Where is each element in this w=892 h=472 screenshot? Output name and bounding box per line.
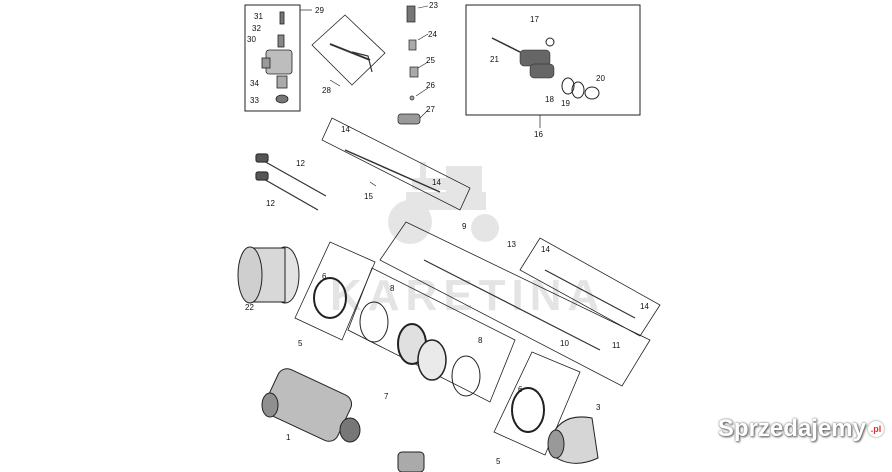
hose-fitting-part [397, 451, 425, 472]
callout-17: 17 [530, 15, 539, 24]
callout-labels: 1 3 5 5 6 6 7 8 8 9 10 11 12 12 13 14 14… [245, 1, 649, 466]
callout-12a: 12 [296, 159, 305, 168]
callout-14b: 14 [432, 178, 441, 187]
callout-32: 32 [252, 24, 261, 33]
callout-22: 22 [245, 303, 254, 312]
callout-18: 18 [545, 95, 554, 104]
callout-6b: 6 [518, 385, 523, 394]
callout-1: 1 [286, 433, 291, 442]
callout-28: 28 [322, 86, 331, 95]
site-watermark-text: Sprzedajemy [717, 415, 866, 442]
callout-3: 3 [596, 403, 601, 412]
callout-30: 30 [247, 35, 256, 44]
filter-cap-22 [237, 246, 300, 304]
group-box-16 [465, 4, 641, 128]
group-box-28 [311, 14, 386, 87]
callout-26: 26 [426, 81, 435, 90]
group-box-7 [347, 267, 516, 403]
group-box-9 [379, 221, 651, 387]
callout-11: 11 [612, 341, 621, 350]
callout-19: 19 [561, 99, 570, 108]
callout-24: 24 [428, 30, 437, 39]
callout-16: 16 [534, 130, 543, 139]
callout-27: 27 [426, 105, 435, 114]
callout-15: 15 [364, 192, 373, 201]
callout-5a: 5 [298, 339, 303, 348]
callout-8b: 8 [478, 336, 483, 345]
group-box-5-bottom [493, 351, 581, 456]
callout-23: 23 [429, 1, 438, 10]
group-box-5-top [294, 241, 376, 341]
callout-33: 33 [250, 96, 259, 105]
group-box-29 [244, 4, 312, 112]
callout-13: 13 [507, 240, 516, 249]
watermark-text: KARETINA [330, 271, 605, 320]
callout-25: 25 [426, 56, 435, 65]
site-watermark-domain: .pl [868, 421, 884, 437]
callout-6a: 6 [322, 272, 327, 281]
callout-7: 7 [384, 392, 389, 401]
filter-endcap-3 [547, 416, 599, 464]
callout-14c: 14 [541, 245, 550, 254]
callout-8a: 8 [390, 284, 395, 293]
site-watermark-badge[interactable]: Sprzedajemy .pl [718, 411, 884, 447]
group-box-13 [519, 237, 661, 337]
callout-12b: 12 [266, 199, 275, 208]
callout-5b: 5 [496, 457, 501, 466]
callout-14d: 14 [640, 302, 649, 311]
small-parts-23-27 [397, 5, 429, 125]
callout-14a: 14 [341, 125, 350, 134]
callout-10: 10 [560, 339, 569, 348]
valve-assembly-part [261, 11, 293, 104]
sensor-cables-12 [255, 153, 327, 211]
callout-34: 34 [250, 79, 259, 88]
group-box-15 [321, 117, 471, 211]
callout-31: 31 [254, 12, 263, 21]
callout-29: 29 [315, 6, 324, 15]
air-filter-housing-1 [261, 368, 361, 443]
callout-21: 21 [490, 55, 499, 64]
callout-9: 9 [462, 222, 467, 231]
callout-20: 20 [596, 74, 605, 83]
